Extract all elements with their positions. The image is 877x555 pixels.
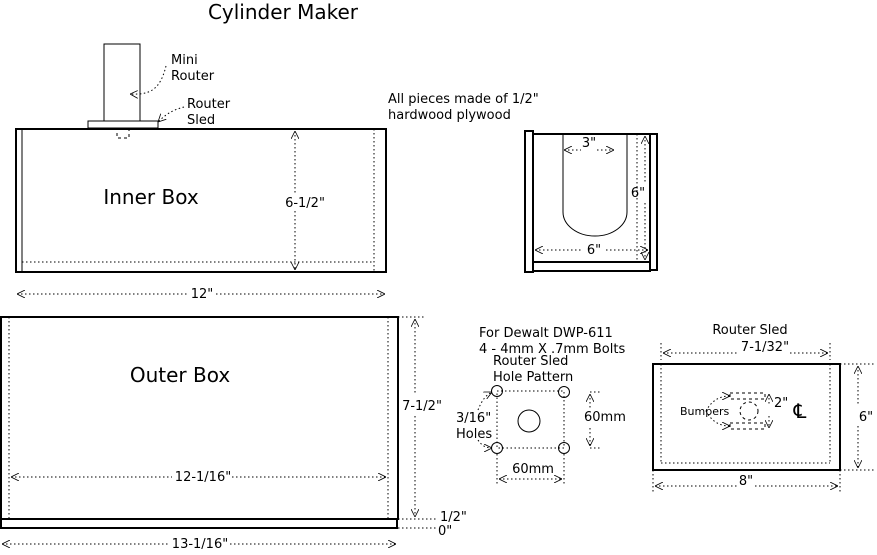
side-view: 3" 6" 6" [524,130,658,273]
inner-box-label: Inner Box [103,185,198,209]
outer-box-inner-width-label: 12-1/16" [175,470,231,485]
mini-router-label-2: Router [171,69,215,84]
mini-router-leader [130,65,167,94]
inner-box-height-label: 6-1/2" [285,196,325,211]
hole-top-right [558,386,570,398]
outer-box-view: Outer Box 12-1/16" 13-1/16" 7-1/2" 1/2" … [0,316,467,552]
router-sled-view: Router Sled 7-1/32" Bumpers 2" ℄ 6" [652,323,876,492]
side-view-right-wall [649,133,658,271]
hole-pattern-title-2: Hole Pattern [493,370,573,385]
outer-box-label: Outer Box [130,363,230,387]
outer-box-base-dim-b: 0" [438,524,452,539]
holes-label-1: 3/16" [456,411,491,426]
router-bit-circle [739,401,759,421]
material-note-line2: hardwood plywood [388,108,511,123]
hole-pattern-note-2: 4 - 4mm X .7mm Bolts [479,342,625,357]
hole-bottom-right [558,442,570,454]
side-view-base [532,261,651,272]
router-sled-leader [158,106,185,122]
inner-box-width-label: 12" [191,287,214,302]
hole-pattern-horizontal-dim: 60mm [512,462,554,477]
inner-box-view: Mini Router Router Sled Inner Box 6-1/2"… [15,43,387,302]
inner-box-outline [15,128,387,273]
router-sled-label-2: Sled [187,113,215,128]
side-view-u-slot [562,134,628,237]
material-note-line1: All pieces made of 1/2" [388,92,539,107]
side-view-left-wall [524,130,534,273]
router-sled-title: Router Sled [712,323,787,338]
bumper-bottom [729,422,766,430]
router-sled-plate [87,120,159,129]
router-sled-label-1: Router [187,97,231,112]
hole-bottom-left [491,442,503,454]
hole-pattern-square [496,390,565,449]
drawing-title: Cylinder Maker [208,0,359,24]
side-view-height-dim-label: 6" [631,186,645,201]
hole-pattern-title-1: Router Sled [493,354,568,369]
mini-router-shape [103,43,141,122]
bumpers-label: Bumpers [680,405,730,418]
mini-router-label-1: Mini [171,53,198,68]
hole-pattern-view: For Dewalt DWP-611 4 - 4mm X .7mm Bolts … [456,326,626,484]
center-bit-hole [517,409,541,433]
bumper-top [729,392,766,400]
side-view-top-dim-label: 3" [582,136,596,151]
hole-pattern-note-1: For Dewalt DWP-611 [479,326,613,341]
hole-top-left [491,385,503,397]
router-sled-width-dim: 8" [739,474,753,489]
side-view-width-dim-label: 6" [587,243,601,258]
outer-box-base-dim-a: 1/2" [440,510,467,525]
router-sled-height-dim: 6" [859,410,873,425]
outer-box-outline [0,316,399,520]
holes-label-2: Holes [456,427,492,442]
bumper-dim-label: 2" [774,396,788,411]
outer-box-outer-width-label: 13-1/16" [172,537,228,552]
router-sled-outline [652,363,841,471]
router-sled-inner-width-dim: 7-1/32" [741,340,789,355]
centerline-symbol: ℄ [793,399,807,423]
hole-pattern-vertical-dim: 60mm [584,410,626,425]
outer-box-height-label: 7-1/2" [402,399,442,414]
outer-box-base [0,518,398,529]
